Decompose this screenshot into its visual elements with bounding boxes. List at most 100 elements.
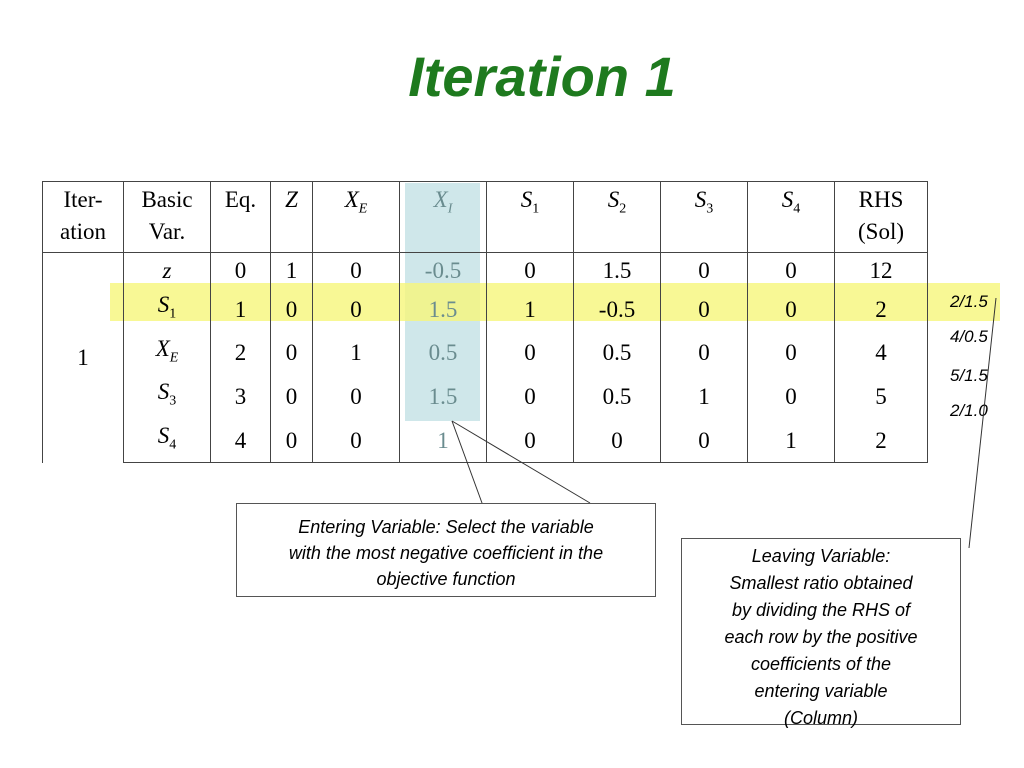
callout-line: Smallest ratio obtained	[729, 573, 913, 593]
table-cell: 0	[660, 331, 748, 376]
table-row: S4 4 0 0 1 0 0 0 1 2	[43, 418, 928, 464]
header-s1: S1	[486, 181, 574, 253]
ratio-label: 2/1.0	[950, 401, 988, 420]
table-cell: 0	[270, 288, 313, 332]
leaving-variable-callout: Leaving Variable: Smallest ratio obtaine…	[681, 538, 961, 728]
table-cell: 2	[210, 331, 271, 376]
header-xi-sub: I	[447, 201, 453, 217]
table-cell: 0	[312, 252, 400, 288]
table-cell: 0	[486, 331, 574, 376]
basic-var-sub: 1	[169, 306, 177, 322]
table-header-row: Iter- ation Basic Var. Eq. Z XE XI S1 S2…	[42, 181, 928, 253]
table-cell: 4	[210, 418, 271, 464]
header-s4-sub: 4	[793, 201, 801, 217]
basic-var-cell: S1	[123, 288, 211, 332]
header-xi: XI	[399, 181, 487, 253]
table-cell: 1.5	[573, 252, 661, 288]
table-cell: 0	[312, 375, 400, 419]
header-basic-line2: Var.	[148, 219, 186, 244]
table-cell: 5	[834, 375, 928, 419]
header-s1-sub: 1	[532, 201, 540, 217]
table-cell: 0	[660, 418, 748, 464]
header-xe-sub: E	[358, 201, 368, 217]
header-s4: S4	[747, 181, 835, 253]
basic-var-sub: E	[169, 350, 179, 366]
table-cell: 1	[312, 331, 400, 376]
simplex-tableau: Iter- ation Basic Var. Eq. Z XE XI S1 S2…	[42, 181, 928, 464]
header-s3-sub: 3	[706, 201, 714, 217]
table-cell: 0	[486, 252, 574, 288]
table-row: XE 2 0 1 0.5 0 0.5 0 0 4	[43, 331, 928, 376]
table-row: S1 1 0 0 1.5 1 -0.5 0 0 2	[43, 288, 928, 332]
header-iteration-line1: Iter-	[63, 187, 103, 212]
basic-var-sub: 4	[169, 437, 177, 453]
table-cell: 0	[312, 418, 400, 464]
table-cell: 4	[834, 331, 928, 376]
table-cell: 1	[660, 375, 748, 419]
table-cell: 0.5	[573, 375, 661, 419]
table-row: S3 3 0 0 1.5 0 0.5 1 0 5	[43, 375, 928, 419]
table-cell: 1	[486, 288, 574, 332]
basic-var-base: S	[157, 292, 170, 317]
iteration-value: 1	[42, 252, 124, 463]
header-rhs: RHS (Sol)	[834, 181, 928, 253]
table-cell: -0.5	[573, 288, 661, 332]
table-cell: 0	[270, 418, 313, 464]
header-eq: Eq.	[210, 181, 271, 253]
basic-var-cell: S4	[123, 418, 211, 464]
table-cell: 0.5	[399, 331, 487, 376]
table-cell: 0.5	[573, 331, 661, 376]
table-cell: 0	[312, 288, 400, 332]
basic-var-base: z	[162, 257, 172, 283]
table-cell: 1	[210, 288, 271, 332]
header-s2: S2	[573, 181, 661, 253]
entering-variable-callout: Entering Variable: Select the variable w…	[236, 503, 656, 597]
table-cell: 0	[660, 252, 748, 288]
header-basic-line1: Basic	[141, 187, 193, 212]
callout-line: entering variable	[754, 681, 888, 701]
table-cell: 0	[573, 418, 661, 464]
table-cell: 0	[747, 252, 835, 288]
basic-var-base: X	[155, 335, 170, 361]
ratio-label: 5/1.5	[950, 366, 988, 385]
ratio-label: 2/1.5	[950, 292, 988, 311]
header-z-text: Z	[285, 187, 298, 212]
basic-var-sub: 3	[169, 393, 177, 409]
header-rhs-line1: RHS	[858, 187, 904, 212]
table-cell: 0	[210, 252, 271, 288]
table-cell: 1.5	[399, 375, 487, 419]
callout-line: by dividing the RHS of	[731, 600, 911, 620]
table-cell: 2	[834, 288, 928, 332]
table-cell: 1	[747, 418, 835, 464]
table-cell: 12	[834, 252, 928, 288]
header-s4-base: S	[781, 187, 794, 212]
header-xe: XE	[312, 181, 400, 253]
header-xi-base: X	[433, 187, 448, 212]
header-s1-base: S	[520, 187, 533, 212]
header-s3-base: S	[694, 187, 707, 212]
header-z: Z	[270, 181, 313, 253]
callout-line: coefficients of the	[750, 654, 892, 674]
header-xe-base: X	[344, 187, 359, 212]
table-row: 1 z 0 1 0 -0.5 0 1.5 0 0 12	[42, 252, 928, 463]
table-cell: 0	[747, 375, 835, 419]
table-cell: 0	[486, 375, 574, 419]
callout-line: Leaving Variable:	[751, 546, 891, 566]
basic-var-cell: S3	[123, 375, 211, 419]
table-cell: 1	[270, 252, 313, 288]
table-cell: -0.5	[399, 252, 487, 288]
callout-line: Entering Variable: Select the variable	[298, 517, 594, 537]
header-rhs-line2: (Sol)	[858, 219, 904, 244]
basic-var-cell: z	[123, 252, 211, 288]
table-cell: 0	[747, 331, 835, 376]
callout-line: (Column)	[783, 708, 858, 728]
basic-var-cell: XE	[123, 331, 211, 376]
table-cell: 2	[834, 418, 928, 464]
header-s2-sub: 2	[619, 201, 627, 217]
header-iteration: Iter- ation	[42, 181, 124, 253]
table-cell: 0	[270, 375, 313, 419]
table-cell: 0	[747, 288, 835, 332]
callout-line: objective function	[376, 569, 516, 589]
table-cell: 0	[660, 288, 748, 332]
basic-var-base: S	[157, 422, 170, 448]
